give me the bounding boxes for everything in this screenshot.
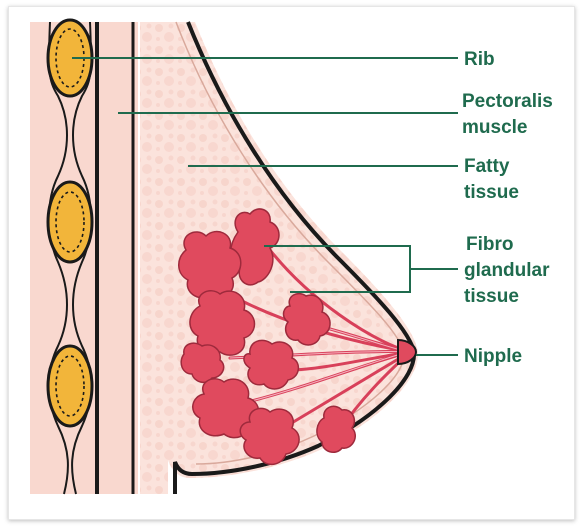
fatty-tissue-label: Fatty tissue <box>464 156 519 203</box>
pectoralis-label: Pectoralis muscle <box>462 91 558 138</box>
rib-icon <box>48 182 92 262</box>
fibroglandular-label: Fibro glandular tissue <box>464 234 555 307</box>
rib-icon <box>48 346 92 426</box>
nipple-label: Nipple <box>464 346 522 367</box>
rib-label: Rib <box>464 49 495 70</box>
